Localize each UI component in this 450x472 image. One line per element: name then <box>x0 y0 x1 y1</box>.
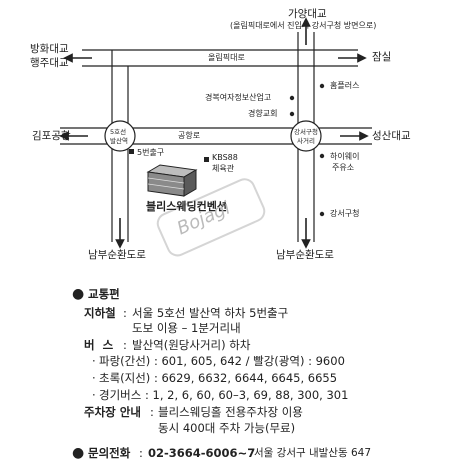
venue-name-label: 블리스웨딩컨벤션 <box>146 200 227 213</box>
bus-item-1: 파랑(간선) : 601, 605, 642 / 빨강(광역) : 9600 <box>99 354 345 368</box>
gangseo-office-junction-label-1: 강서구청 <box>294 128 318 136</box>
gangseo-office-junction-marker <box>290 120 322 152</box>
bus-line1: 발산역(원당사거리) 하차 <box>132 338 251 352</box>
transport-title: 교통편 <box>88 287 120 301</box>
balsan-station-marker <box>104 120 136 152</box>
bus-item-2: 초록(지선) : 6629, 6632, 6644, 6645, 6655 <box>99 371 338 385</box>
landmark-dots <box>129 83 325 217</box>
olympic-road-label: 올림픽대로 <box>208 53 245 62</box>
bus-bullet-1: · <box>92 354 96 368</box>
gayang-bridge-label: 가양대교 <box>288 8 327 20</box>
gas-station-label: 주유소 <box>332 163 355 172</box>
direction-arrows <box>59 17 369 249</box>
jamsil-label: 잠실 <box>372 51 392 63</box>
contact-label: 문의전화 <box>88 446 131 460</box>
girls-info-highschool-label: 경복여자정보산업고 <box>205 93 272 102</box>
nambu-ring-road-left-label: 남부순환도로 <box>88 249 146 261</box>
gym-label: 체육관 <box>212 164 235 173</box>
parking-colon: : <box>150 405 154 419</box>
bus-item-3: 경기버스 : 1, 2, 6, 60, 60–3, 69, 88, 300, 3… <box>99 388 349 402</box>
airport-road-label: 공항로 <box>178 131 201 140</box>
haengju-bridge-label: 행주대교 <box>30 57 69 69</box>
subway-label: 지하철 <box>84 306 116 320</box>
highway-label: 하이웨이 <box>330 152 360 161</box>
kbs88-label: KBS88 <box>212 153 238 162</box>
banghwa-bridge-label: 방화대교 <box>30 43 69 55</box>
contact-phone: 02-3664-6006~7 <box>148 446 256 460</box>
bullet-icon: ● <box>72 286 85 302</box>
bullet-icon-2: ● <box>72 445 85 461</box>
gimpo-airport-label: 김포공항 <box>32 130 71 142</box>
subway-line2: 도보 이용 – 1분거리내 <box>132 321 241 335</box>
contact-colon: : <box>139 446 143 460</box>
parking-line2: 동시 400대 주차 가능(무료) <box>158 421 296 435</box>
contact-address: 서울 강서구 내발산동 647 <box>254 447 371 459</box>
subway-line1: 서울 5호선 발산역 하차 5번출구 <box>132 306 289 320</box>
bus-bullet-2: · <box>92 371 96 385</box>
nambu-ring-road-right-label: 남부순환도로 <box>276 249 334 261</box>
bus-label: 버 스 <box>84 338 114 352</box>
bus-colon: : <box>123 338 127 352</box>
venue-building-icon <box>146 164 198 197</box>
balsan-station-label: 발산역 <box>110 137 128 145</box>
seongsan-bridge-label: 성산대교 <box>372 130 411 142</box>
line5-label: 5호선 <box>110 128 127 136</box>
homeplus-label: 홈플러스 <box>330 81 360 90</box>
exit5-label: 5번출구 <box>137 148 165 157</box>
bus-bullet-3: · <box>92 388 96 402</box>
parking-label: 주차장 안내 <box>84 405 141 419</box>
gyeonghyang-church-label: 경향교회 <box>248 109 278 118</box>
gangseo-office-junction-label-2: 사거리 <box>297 137 315 145</box>
bojagi-watermark <box>156 178 266 257</box>
parking-line1: 블리스웨딩홀 전용주차장 이용 <box>158 405 303 419</box>
subway-colon: : <box>123 306 127 320</box>
location-map <box>59 17 372 257</box>
gangseo-office-label: 강서구청 <box>330 209 360 218</box>
gayang-entry-note: (올림픽대로에서 진입시 강서구청 방면으로) <box>230 21 377 30</box>
